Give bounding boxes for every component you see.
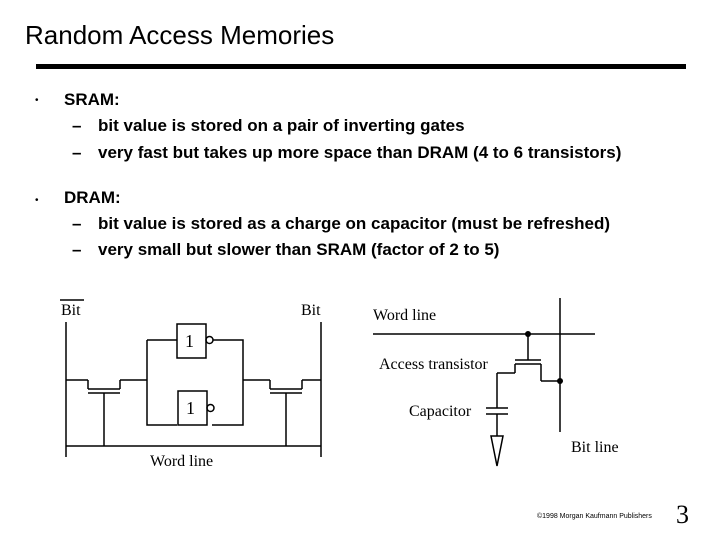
top-inverter-bubble: [205, 335, 214, 345]
ground-symbol: [490, 435, 504, 467]
bottom-inverter-label: 1: [186, 398, 195, 418]
dash-marker: –: [72, 214, 82, 233]
page-number: 3: [676, 500, 689, 529]
slide-title: Random Access Memories: [25, 20, 335, 50]
sram-point-1: –bit value is stored on a pair of invert…: [72, 116, 465, 136]
dram-point-2-text: very small but slower than SRAM (factor …: [98, 240, 500, 259]
bit-line-label: Bit line: [571, 439, 619, 456]
dram-point-1: –bit value is stored as a charge on capa…: [72, 214, 610, 234]
dash-marker: –: [72, 240, 82, 259]
dram-point-1-text: bit value is stored as a charge on capac…: [98, 214, 611, 233]
sram-word-line-label: Word line: [150, 453, 213, 470]
sram-cell-diagram: [60, 299, 322, 457]
loop-right-wire: [212, 339, 244, 426]
bottom-inverter-bubble: [206, 403, 215, 413]
sram-point-1-text: bit value is stored on a pair of inverti…: [98, 116, 465, 135]
top-inverter-label: 1: [185, 331, 194, 351]
bullet-marker: •: [35, 95, 39, 106]
dram-heading: DRAM:: [64, 188, 121, 207]
copyright-footer: ©1998 Morgan Kaufmann Publishers: [537, 513, 652, 520]
sram-heading: SRAM:: [64, 90, 120, 109]
word-line-junction: [525, 331, 531, 337]
dram-point-2: –very small but slower than SRAM (factor…: [72, 240, 499, 260]
dram-word-line-label: Word line: [373, 307, 436, 324]
dash-marker: –: [72, 143, 82, 162]
dash-marker: –: [72, 116, 82, 135]
access-transistor-label: Access transistor: [379, 356, 489, 373]
dram-cell-diagram: [373, 298, 595, 467]
sram-point-2-text: very fast but takes up more space than D…: [98, 143, 622, 162]
bit-line-junction: [557, 378, 563, 384]
bit-label: Bit: [301, 302, 321, 319]
bit-bar-label: Bit: [61, 302, 81, 319]
loop-left-wire: [146, 340, 177, 426]
bullet-marker: •: [35, 195, 39, 206]
capacitor-label: Capacitor: [409, 403, 472, 420]
sram-point-2: –very fast but takes up more space than …: [72, 143, 621, 163]
title-underline: [36, 64, 686, 69]
